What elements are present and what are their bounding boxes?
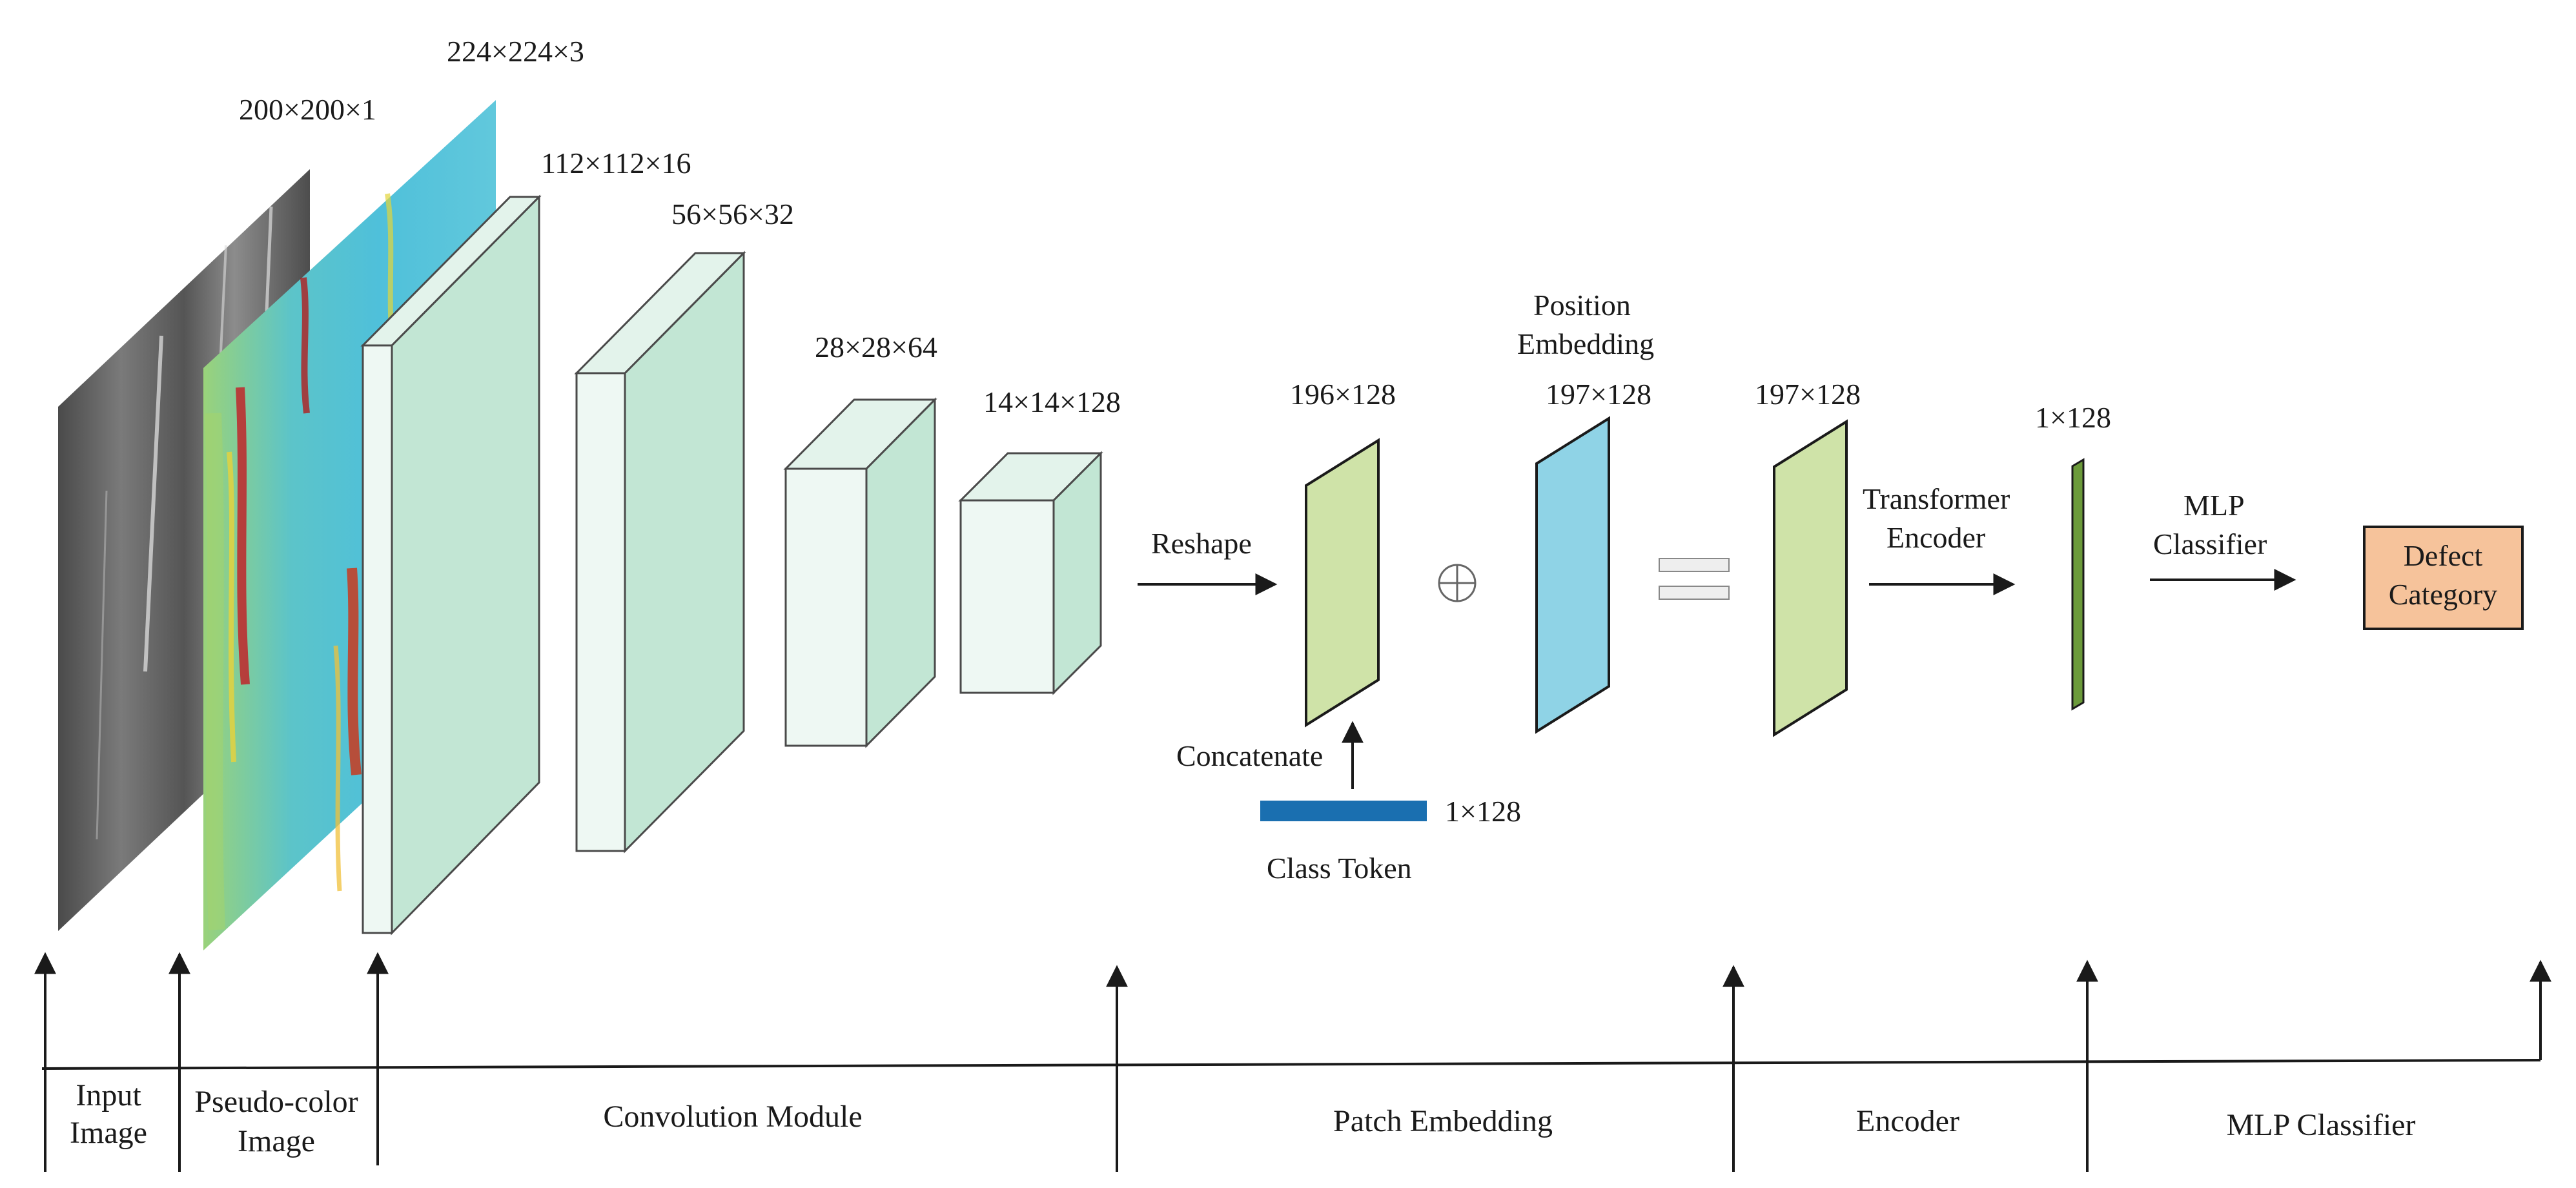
conv-block-front xyxy=(362,344,393,934)
defect-streak-red xyxy=(236,387,250,685)
patch-embedding-plane xyxy=(1305,438,1380,728)
conv-block-1 xyxy=(360,194,542,936)
reshape-label: Reshape xyxy=(1151,527,1252,560)
position-embedding-label-2: Embedding xyxy=(1517,327,1654,360)
defect-category-label-1: Defect xyxy=(2404,539,2483,572)
section-mlp-classifier: MLP Classifier xyxy=(2227,1108,2416,1142)
plus-icon xyxy=(1438,564,1477,602)
timeline-baseline xyxy=(41,1059,2541,1070)
conv-block-3 xyxy=(783,397,937,748)
position-embedding-plane xyxy=(1535,416,1610,734)
dim-class-token: 1×128 xyxy=(1445,795,1521,828)
conv-block-2 xyxy=(574,251,746,854)
section-pseudo-1: Pseudo-color xyxy=(194,1085,358,1119)
conv-block-front xyxy=(959,499,1055,694)
grayscale-streak xyxy=(143,335,163,672)
class-token-bar xyxy=(1260,801,1427,821)
dim-conv3: 28×28×64 xyxy=(815,331,937,364)
position-embedding-label-1: Position xyxy=(1533,289,1631,322)
mlp-label-2: Classifier xyxy=(2153,527,2267,560)
dim-conv1: 112×112×16 xyxy=(541,147,691,179)
conv-block-side xyxy=(624,251,745,854)
defect-streak-red xyxy=(300,277,310,414)
section-pseudo-2: Image xyxy=(238,1124,315,1158)
equals-icon xyxy=(1659,558,1730,600)
dim-pseudo-color: 224×224×3 xyxy=(447,35,584,68)
defect-streak-yellow xyxy=(227,451,236,763)
mlp-label-1: MLP xyxy=(2183,489,2245,522)
conv-block-side xyxy=(1052,451,1102,695)
section-timeline: Input Image Pseudo-color Image Convoluti… xyxy=(34,952,2551,1172)
conv-block-front xyxy=(575,372,626,852)
section-patch-embedding: Patch Embedding xyxy=(1333,1104,1553,1138)
conv-block-4 xyxy=(958,451,1103,695)
concatenate-label: Concatenate xyxy=(1176,739,1323,772)
transformer-label-1: Transformer xyxy=(1863,482,2010,515)
encoder-output-plane xyxy=(2071,458,2085,711)
conv-block-front xyxy=(784,467,868,747)
defect-category-label-2: Category xyxy=(2389,578,2498,611)
class-token-label: Class Token xyxy=(1267,852,1412,885)
conv-block-side xyxy=(391,194,540,936)
section-convolution: Convolution Module xyxy=(603,1100,862,1134)
defect-streak-red xyxy=(347,568,362,775)
dim-position-embedding: 197×128 xyxy=(1546,378,1651,411)
grayscale-streak xyxy=(96,490,108,840)
conv-block-side xyxy=(865,397,936,748)
defect-streak-green xyxy=(205,413,225,930)
dim-input-image: 200×200×1 xyxy=(239,93,376,126)
encoder-input-plane xyxy=(1773,419,1848,737)
dim-encoder-output: 1×128 xyxy=(2035,401,2111,434)
dim-conv4: 14×14×128 xyxy=(983,385,1121,418)
dim-patches: 196×128 xyxy=(1290,378,1396,411)
section-encoder: Encoder xyxy=(1856,1104,1959,1138)
section-input-1: Input xyxy=(76,1078,141,1112)
section-input-2: Image xyxy=(70,1116,147,1150)
defect-streak-yellow xyxy=(333,645,342,892)
dim-encoder-input: 197×128 xyxy=(1755,378,1861,411)
defect-category-box xyxy=(2363,526,2524,630)
dim-conv2: 56×56×32 xyxy=(671,198,794,230)
transformer-label-2: Encoder xyxy=(1886,521,1985,554)
